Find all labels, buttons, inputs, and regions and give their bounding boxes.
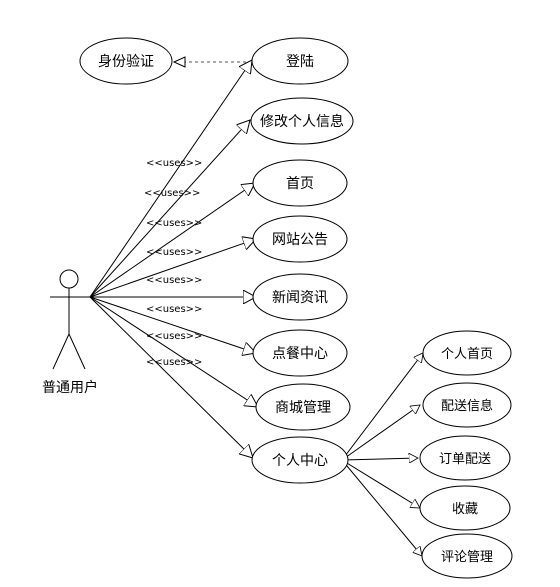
- use-case-label: 商城管理: [275, 400, 331, 416]
- sub-case-label: 配送信息: [441, 398, 493, 414]
- sub-case-order-delivery[interactable]: 订单配送: [419, 435, 511, 481]
- sub-case-favorites[interactable]: 收藏: [419, 485, 511, 531]
- relation-line: [89, 120, 250, 298]
- sub-relation-line: [341, 459, 422, 556]
- use-case-news[interactable]: 新闻资讯: [252, 273, 348, 321]
- use-case-personal-center[interactable]: 个人中心: [251, 436, 349, 484]
- uses-label: <<uses>>: [146, 357, 202, 368]
- use-case-label: 首页: [286, 176, 314, 192]
- use-case-label: 登陆: [286, 54, 314, 70]
- uses-label: <<uses>>: [146, 275, 202, 286]
- use-case-mall-management[interactable]: 商城管理: [255, 383, 351, 431]
- relation-line: [89, 296, 256, 353]
- use-case-label: 身份验证: [98, 54, 154, 70]
- actor-relations: [89, 60, 258, 458]
- use-case-label: 修改个人信息: [260, 113, 344, 130]
- use-case-login[interactable]: 登陆: [251, 37, 349, 85]
- use-case-identity-verification[interactable]: 身份验证: [79, 37, 173, 85]
- sub-case-comment-management[interactable]: 评论管理: [421, 533, 513, 579]
- sub-case-label: 订单配送: [439, 452, 491, 467]
- use-case-home[interactable]: 首页: [252, 159, 348, 207]
- relation-line: [89, 296, 258, 407]
- sub-case-personal-home[interactable]: 个人首页: [422, 330, 512, 376]
- sub-case-label: 评论管理: [441, 550, 493, 565]
- sub-case-label: 收藏: [452, 502, 478, 517]
- uses-label: <<uses>>: [146, 218, 202, 229]
- uses-label: <<uses>>: [146, 158, 202, 169]
- use-case-label: 点餐中心: [272, 346, 328, 362]
- uses-label: <<uses>>: [146, 331, 202, 342]
- uses-labels: <<uses>> <<uses>> <<uses>> <<uses>> <<us…: [144, 158, 202, 368]
- sub-case-label: 个人首页: [441, 347, 493, 362]
- relation-line: [89, 60, 252, 298]
- sub-relations: [341, 353, 423, 556]
- use-case-label: 新闻资讯: [272, 290, 328, 306]
- uses-label: <<uses>>: [146, 247, 202, 258]
- sub-relation-line: [341, 405, 420, 461]
- relation-line: [89, 183, 255, 298]
- use-case-label: 个人中心: [272, 453, 328, 469]
- sub-relation-line: [341, 458, 418, 460]
- sub-case-delivery-info[interactable]: 配送信息: [422, 382, 512, 428]
- sub-relation-line: [341, 459, 420, 508]
- use-case-label: 网站公告: [272, 232, 328, 248]
- actor-left-leg: [52, 333, 70, 370]
- use-case-edit-profile[interactable]: 修改个人信息: [250, 97, 354, 145]
- use-case-announcements[interactable]: 网站公告: [252, 215, 348, 263]
- relation-line: [89, 296, 253, 458]
- uses-label: <<uses>>: [144, 188, 200, 199]
- actor-right-leg: [68, 333, 86, 370]
- actor-head: [59, 269, 79, 289]
- use-case-ordering-center[interactable]: 点餐中心: [252, 329, 348, 377]
- actor-label: 普通用户: [42, 379, 98, 396]
- relation-line: [89, 239, 256, 298]
- include-arrowhead: [172, 56, 186, 68]
- sub-relation-line: [341, 353, 423, 461]
- uses-label: <<uses>>: [146, 304, 202, 315]
- actor-figure: 普通用户: [42, 269, 98, 396]
